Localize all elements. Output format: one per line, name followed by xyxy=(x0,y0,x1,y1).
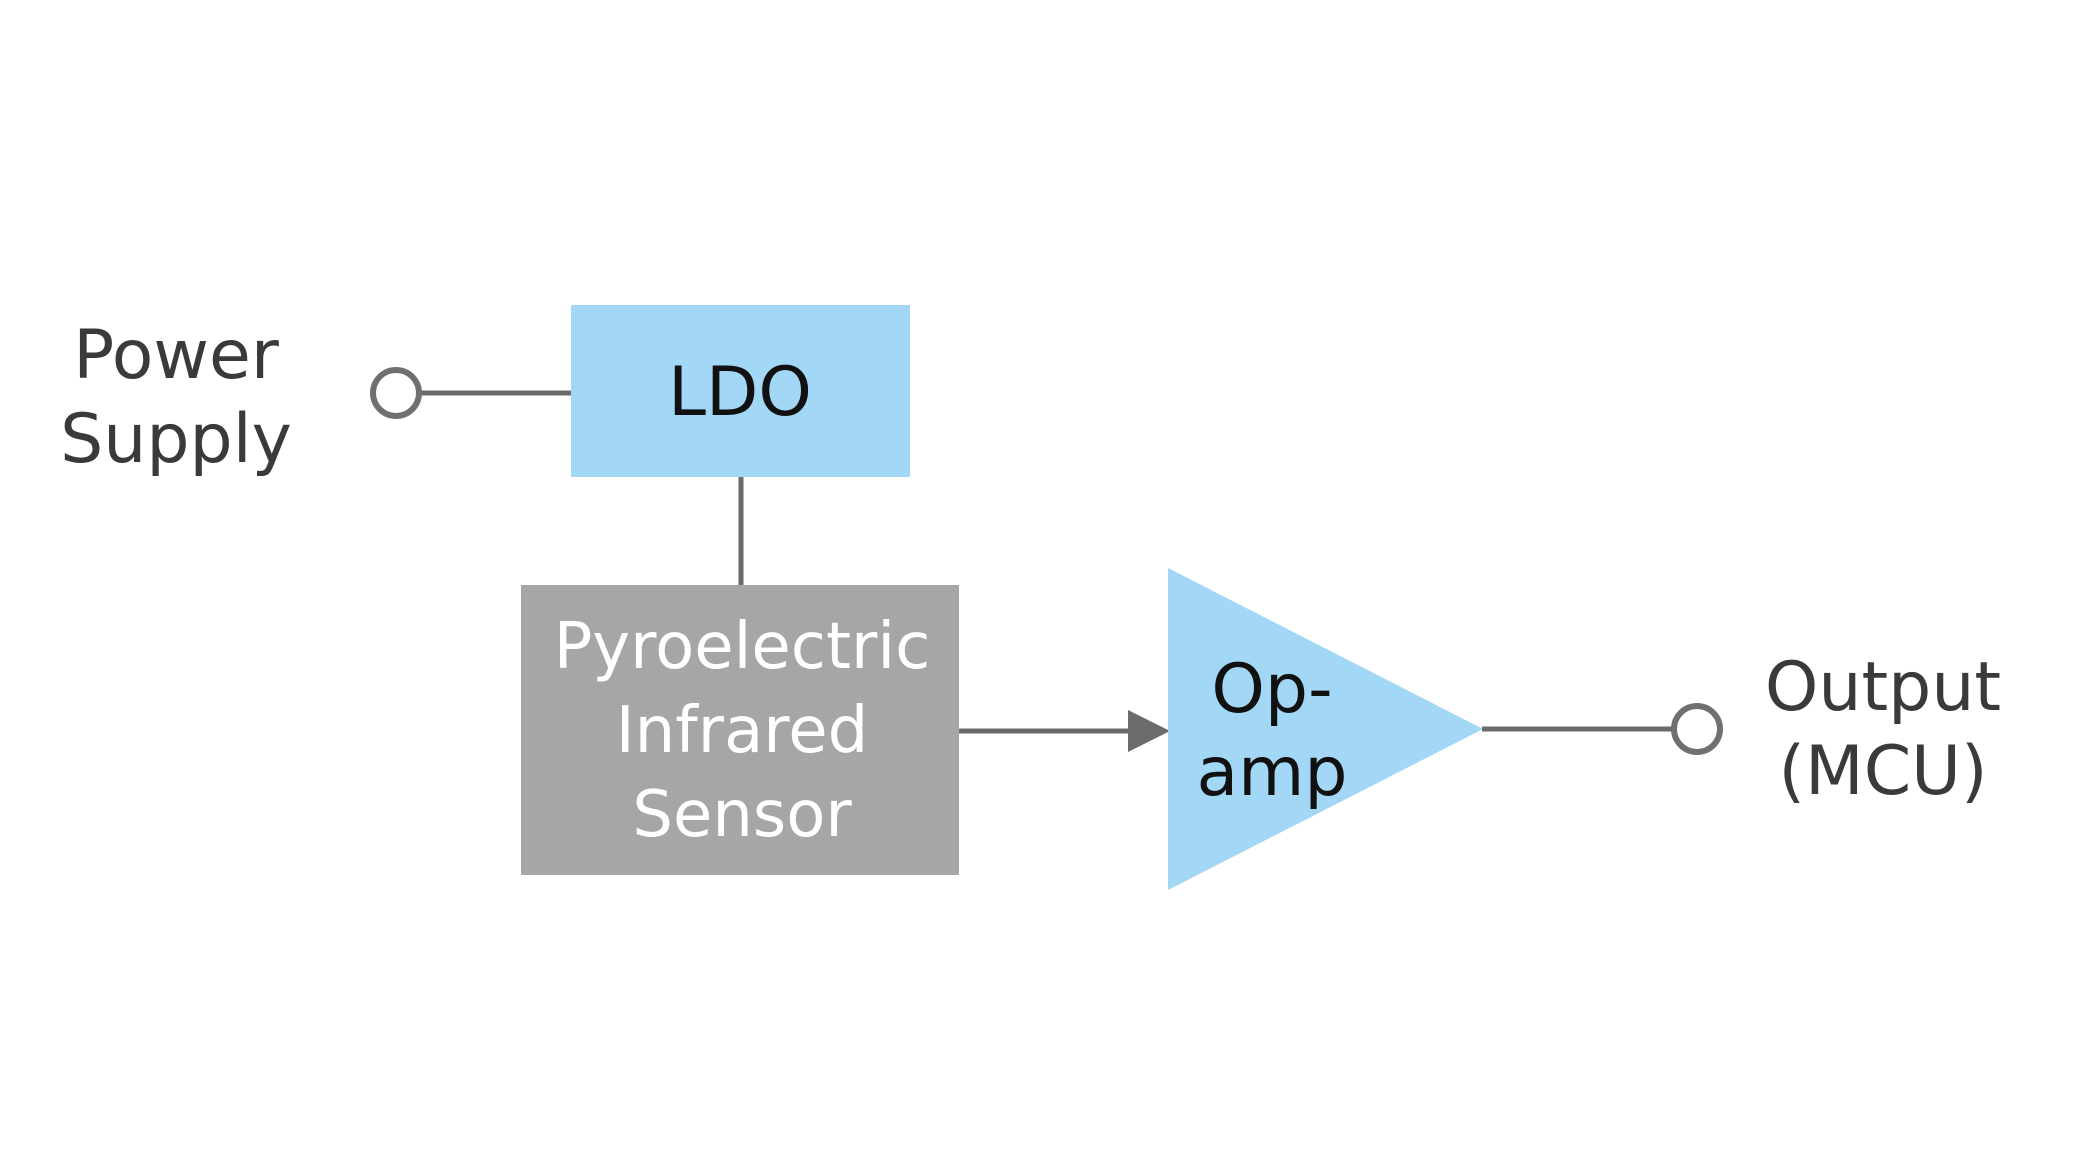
power-supply-label-line1: Power xyxy=(73,316,279,395)
power-supply-terminal xyxy=(370,367,422,419)
output-label-line2: (MCU) xyxy=(1779,732,1988,811)
ldo-label: LDO xyxy=(668,353,812,432)
sensor-label-line1: Pyroelectric xyxy=(554,610,931,684)
ldo-block xyxy=(571,305,910,477)
sensor-label-line2: Infrared xyxy=(616,694,868,768)
opamp-label-line1: Op- xyxy=(1211,650,1332,729)
opamp-triangle xyxy=(1168,568,1483,890)
output-terminal xyxy=(1671,703,1723,755)
sensor-label-line3: Sensor xyxy=(632,778,852,852)
power-supply-label-line2: Supply xyxy=(60,400,292,479)
pyroelectric-sensor-block xyxy=(521,585,959,875)
signal-arrowhead xyxy=(1128,710,1170,752)
opamp-label-line2: amp xyxy=(1196,733,1347,812)
output-label-line1: Output xyxy=(1765,648,2001,727)
